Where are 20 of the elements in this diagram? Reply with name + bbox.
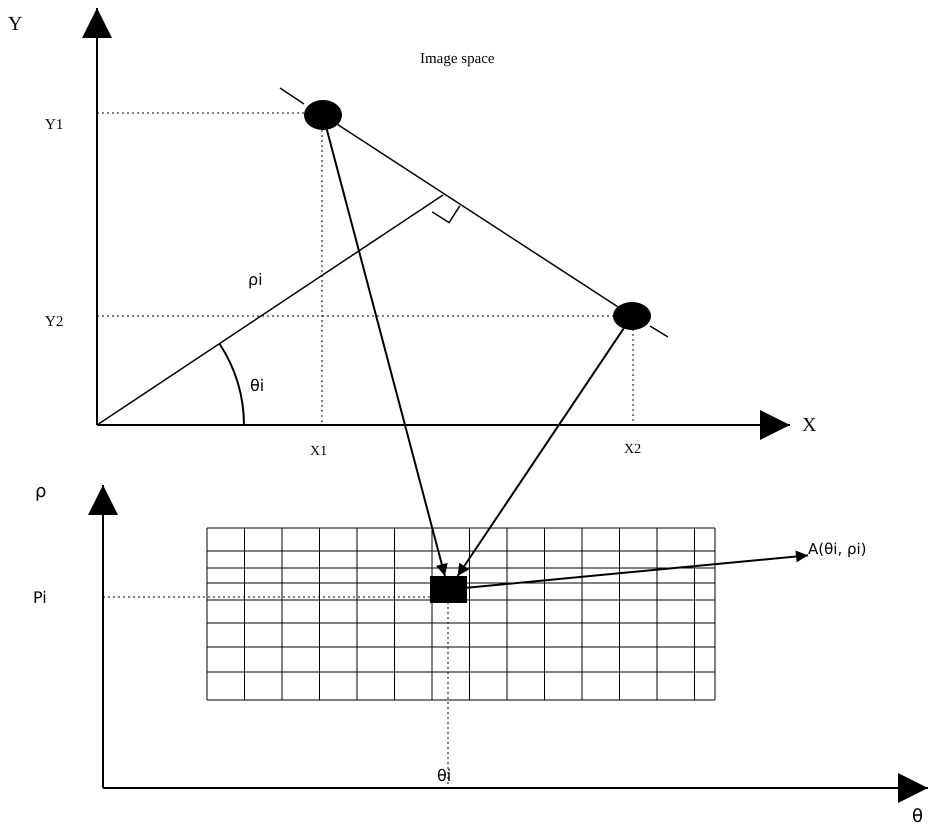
tick-label: Y2 [45,315,64,330]
region-title: Image space [420,52,495,67]
axis-label: Y [8,14,22,34]
point-marker [613,302,651,330]
tick-label: Pi [33,590,47,606]
axis-label: ρ [35,483,46,501]
arrow [456,328,624,577]
arrow [466,550,808,589]
arrow [326,129,448,576]
point-marker [304,100,342,130]
tick-label: X1 [310,445,328,459]
cell-label: A(θi, ρi) [808,540,867,558]
axis-label: θ [912,808,924,826]
accumulator-cell [430,576,467,603]
tick-label: Y1 [45,118,64,133]
distance-label: ρi [248,272,263,288]
axis-label: X [802,415,816,435]
tick-label: θi [437,768,452,784]
angle-label: θi [250,378,264,394]
tick-label: X2 [624,443,642,457]
